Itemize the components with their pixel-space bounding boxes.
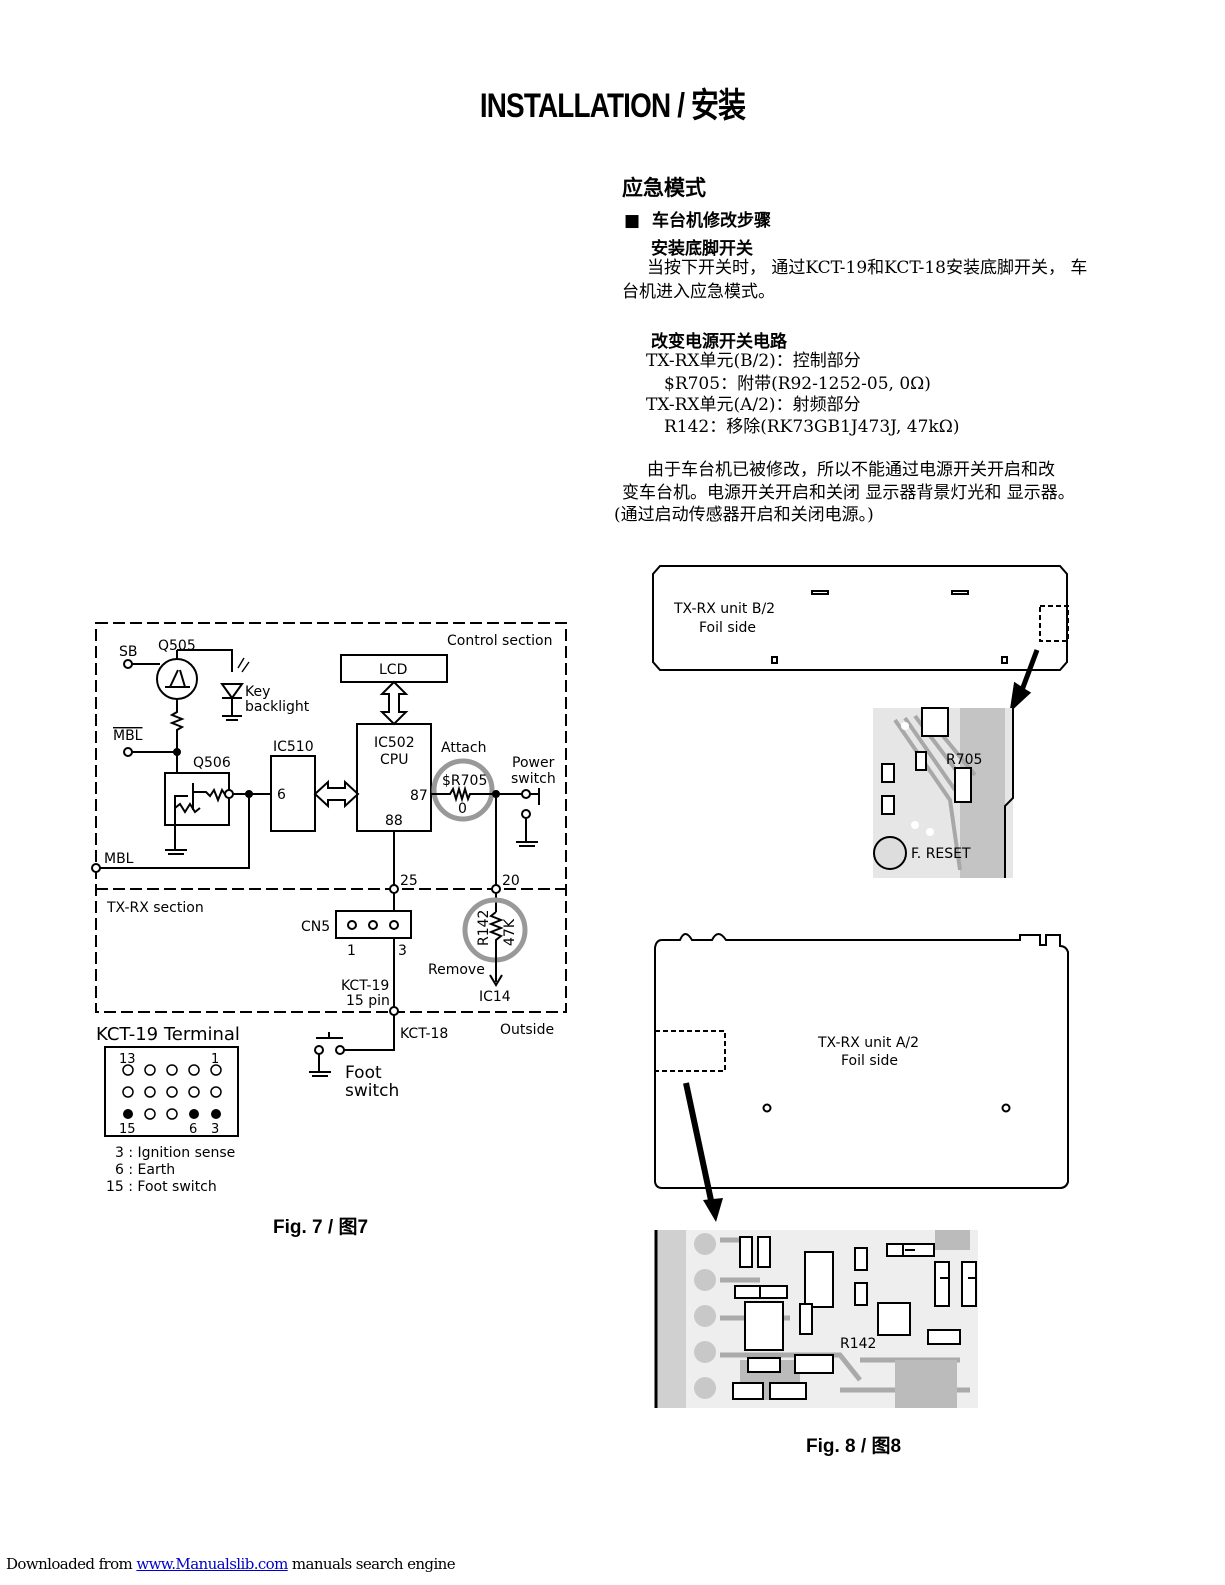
terminal-pins <box>122 1064 222 1120</box>
fig7-caption: Fig. 7 / 图7 <box>273 1217 369 1238</box>
label-cn5-pin3: 3 <box>398 943 407 959</box>
footer-suffix: manuals search engine <box>287 1555 456 1573</box>
mod-line-1: TX-RX单元(B/2)：控制部分 <box>646 351 861 371</box>
label-term-6: 6 <box>189 1122 197 1137</box>
label-key: Key <box>245 684 270 700</box>
arrow-a2 <box>703 1198 723 1222</box>
bullet-square: ■ <box>624 211 641 231</box>
label-unit-b2: TX-RX unit B/2 <box>673 601 775 617</box>
pcb-detail-b2 <box>873 707 1014 878</box>
subheading: 车台机修改步骤 <box>651 211 771 231</box>
label-ic14: IC14 <box>479 989 511 1005</box>
label-control-section: Control section <box>447 633 552 649</box>
label-r705-value: 0 <box>458 801 467 817</box>
para1-line1: 当按下开关时， 通过KCT-19和KCT-18安装底脚开关， 车 <box>647 258 1088 278</box>
footer-prefix: Downloaded from <box>6 1555 137 1573</box>
para1-line2: 台机进入应急模式。 <box>622 282 775 302</box>
sub-heading-2: 改变电源开关电路 <box>651 332 787 352</box>
mod-line-4: R142：移除(RK73GB1J473J, 47kΩ) <box>664 417 960 437</box>
legend-15: 15 : Foot switch <box>106 1179 217 1195</box>
label-unit-a2: TX-RX unit A/2 <box>817 1035 919 1051</box>
label-switch: switch <box>511 771 556 787</box>
board-a2-outline <box>654 933 1069 1189</box>
label-q506: Q506 <box>193 755 231 771</box>
label-pin88: 88 <box>385 813 403 829</box>
label-remove: Remove <box>428 962 485 978</box>
label-mbl-bar: MBL <box>113 728 143 744</box>
label-attach: Attach <box>441 740 486 756</box>
board-b2-outline <box>652 565 1069 671</box>
label-power: Power <box>512 755 555 771</box>
label-ic510: IC510 <box>273 739 314 755</box>
label-foot-switch: switch <box>345 1081 399 1101</box>
mod-line-2: $R705：附带(R92-1252-05, 0Ω) <box>664 374 931 394</box>
label-q505: Q505 <box>158 638 196 654</box>
legend-6: 6 : Earth <box>115 1162 175 1178</box>
label-unit-b2-side: Foil side <box>699 620 756 636</box>
label-unit-a2-side: Foil side <box>841 1053 898 1069</box>
arrow-b2 <box>1009 649 1040 713</box>
label-r705: $R705 <box>442 773 487 789</box>
label-cpu: CPU <box>380 752 408 768</box>
section-heading: 应急模式 <box>622 176 706 200</box>
sub-heading-1: 安装底脚开关 <box>651 239 753 259</box>
mod-line-3: TX-RX单元(A/2)：射频部分 <box>646 395 861 415</box>
label-pin87: 87 <box>410 788 428 804</box>
fig8-caption: Fig. 8 / 图8 <box>806 1436 902 1457</box>
para2-line3: (通过启动传感器开启和关闭电源。) <box>614 505 874 525</box>
label-kct19: KCT-19 <box>341 978 389 994</box>
label-r142-value: 47K <box>502 918 518 946</box>
label-term-3: 3 <box>211 1122 219 1137</box>
label-15pin: 15 pin <box>346 993 390 1009</box>
label-r142-pcb: R142 <box>840 1336 876 1352</box>
control-boundary <box>95 622 567 1013</box>
label-term-15: 15 <box>119 1122 136 1137</box>
label-terminal-title: KCT-19 Terminal <box>96 1024 240 1045</box>
page-title: INSTALLATION / 安装 <box>479 87 746 125</box>
label-ic502: IC502 <box>374 735 415 751</box>
label-ic510-pin: 6 <box>277 787 286 803</box>
para2-line1: 由于车台机已被修改，所以不能通过电源开关开启和改 <box>647 460 1055 480</box>
label-r705-pcb: R705 <box>946 752 982 768</box>
label-pin20: 20 <box>502 873 520 889</box>
footer: Downloaded from www.Manualslib.com manua… <box>6 1555 456 1573</box>
fig8-boards: TX-RX unit B/2 Foil side R705 F. RESET T… <box>652 565 1069 1408</box>
label-mbl: MBL <box>104 851 134 867</box>
footer-link[interactable]: www.Manualslib.com <box>136 1555 288 1573</box>
label-cn5-pin1: 1 <box>347 943 356 959</box>
pcb-detail-a2 <box>654 1230 978 1408</box>
label-term-13: 13 <box>119 1052 136 1067</box>
legend-3: 3 : Ignition sense <box>115 1145 235 1161</box>
label-pin25: 25 <box>400 873 418 889</box>
label-txrx-section: TX-RX section <box>106 900 204 916</box>
fig7-schematic: Control section TX-RX section Outside SB… <box>91 622 567 1195</box>
label-lcd: LCD <box>379 662 407 678</box>
para2-line2: 变车台机。电源开关开启和关闭 显示器背景灯光和 显示器。 <box>622 483 1075 503</box>
bullet-heading: ■ 车台机修改步骤 <box>624 206 771 231</box>
label-backlight: backlight <box>245 699 310 715</box>
label-foot: Foot <box>345 1063 382 1083</box>
label-term-1: 1 <box>211 1052 219 1067</box>
label-freset: F. RESET <box>911 846 971 862</box>
label-r142: R142 <box>476 910 492 946</box>
label-sb: SB <box>119 644 138 660</box>
label-cn5: CN5 <box>301 919 330 935</box>
label-kct18: KCT-18 <box>400 1026 448 1042</box>
label-outside: Outside <box>500 1022 554 1038</box>
